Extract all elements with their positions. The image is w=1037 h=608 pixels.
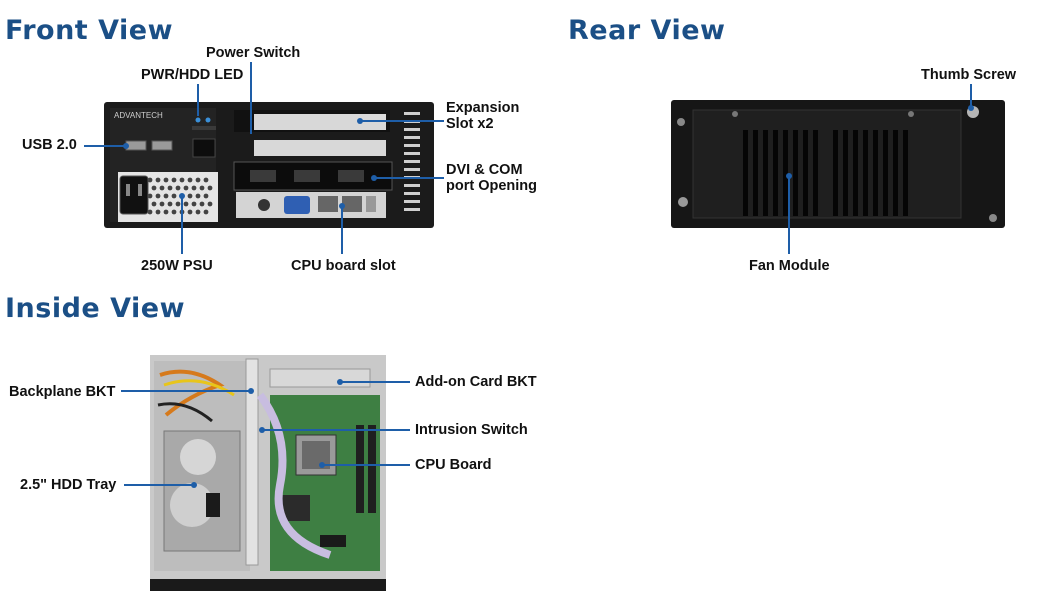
label-hdd-tray: 2.5" HDD Tray — [20, 477, 117, 493]
label-add-on-card-bkt: Add-on Card BKT — [415, 374, 537, 390]
rear-view-chassis-image — [671, 100, 1005, 228]
callout-dot-cpu-board — [319, 462, 325, 468]
callout-line-fan-module — [788, 176, 790, 254]
label-thumb-screw: Thumb Screw — [921, 67, 1017, 83]
callout-dot-dvi-com — [371, 175, 377, 181]
callout-line-usb — [84, 145, 126, 147]
brand-logo: ADVANTECH — [114, 111, 163, 120]
callout-line-led — [197, 84, 199, 116]
label-usb: USB 2.0 — [22, 137, 77, 153]
callout-dot-cpu-slot — [339, 203, 345, 209]
label-fan-module: Fan Module — [749, 258, 830, 274]
callout-dot-fan-module — [786, 173, 792, 179]
label-intrusion-switch: Intrusion Switch — [415, 422, 528, 438]
callout-dot-thumb-screw — [968, 105, 974, 111]
callout-line-intrusion — [262, 429, 410, 431]
label-cpu-board-slot: CPU board slot — [291, 258, 396, 274]
callout-dot-backplane — [248, 388, 254, 394]
label-dvi-com: DVI & COM port Opening — [446, 162, 538, 194]
callout-line-cpu-slot — [341, 206, 343, 254]
inside-view-chassis-image — [150, 355, 386, 591]
callout-dot-usb — [123, 143, 129, 149]
callout-dot-hdd-tray — [191, 482, 197, 488]
callout-line-addon — [340, 381, 410, 383]
label-cpu-board: CPU Board — [415, 457, 492, 473]
callout-dot-addon — [337, 379, 343, 385]
callout-line-backplane — [121, 390, 251, 392]
callout-line-hdd-tray — [124, 484, 194, 486]
callout-line-psu — [181, 196, 183, 254]
label-backplane-bkt: Backplane BKT — [9, 384, 116, 400]
front-view-chassis-image: ADVANTECH — [104, 102, 434, 228]
callout-line-thumb-screw — [970, 84, 972, 108]
callout-line-cpu-board — [322, 464, 410, 466]
callout-line-expansion — [360, 120, 444, 122]
rear-view-title: Rear View — [568, 15, 726, 46]
label-psu: 250W PSU — [141, 258, 213, 274]
inside-view-title: Inside View — [5, 293, 186, 324]
callout-line-power-switch — [250, 62, 252, 134]
label-expansion-slot: Expansion Slot x2 — [446, 100, 520, 132]
front-view-title: Front View — [5, 15, 174, 46]
label-power-switch: Power Switch — [206, 45, 301, 61]
callout-dot-expansion — [357, 118, 363, 124]
callout-dot-psu — [179, 193, 185, 199]
callout-line-dvi-com — [374, 177, 444, 179]
callout-dot-intrusion — [259, 427, 265, 433]
label-pwr-hdd-led: PWR/HDD LED — [141, 67, 244, 83]
